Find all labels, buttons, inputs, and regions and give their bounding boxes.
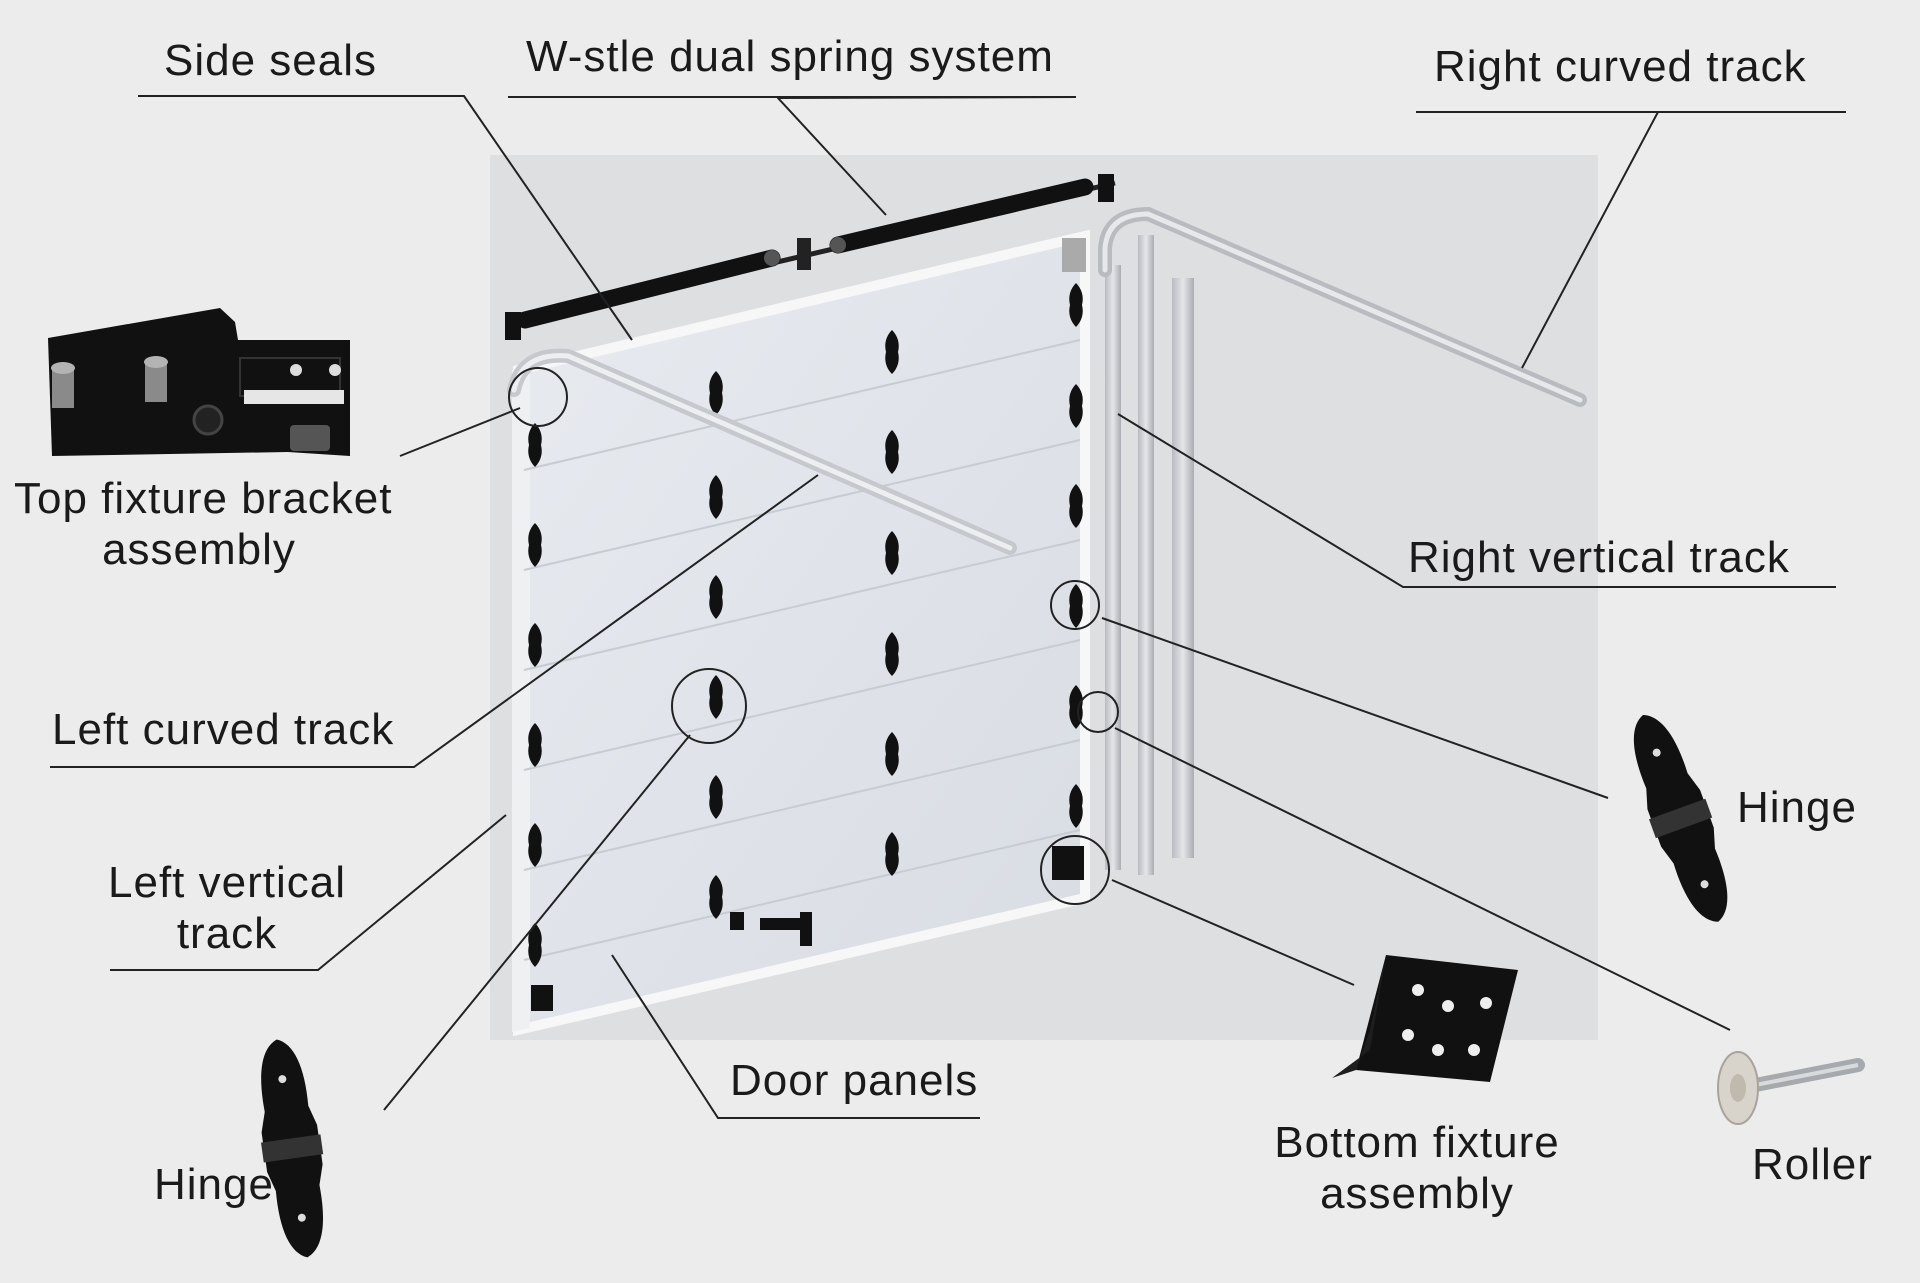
label-left-vertical-line1: Left vertical [108, 858, 346, 907]
label-bottom-fixture: Bottom fixture assembly [1252, 1118, 1582, 1219]
label-bottom-fixture-line2: assembly [1320, 1168, 1514, 1218]
label-bottom-fixture-line1: Bottom fixture [1274, 1118, 1560, 1167]
label-hinge-left: Hinge [154, 1160, 274, 1209]
roller-illustration [1717, 1051, 1865, 1125]
label-right-curved-track: Right curved track [1434, 42, 1807, 91]
highlight-circles [508, 367, 1119, 905]
label-side-seals: Side seals [164, 36, 378, 85]
label-top-fixture-line1: Top fixture bracket [14, 474, 393, 523]
label-door-panels: Door panels [730, 1056, 979, 1105]
label-left-vertical-line2: track [176, 908, 278, 958]
label-right-vertical-track: Right vertical track [1408, 533, 1790, 582]
label-top-fixture-line2: assembly [102, 524, 296, 574]
top-fixture-bracket-illustration [48, 308, 350, 456]
label-roller: Roller [1752, 1140, 1873, 1189]
label-left-curved-track: Left curved track [52, 705, 395, 754]
hinge-right-illustration [1633, 715, 1728, 922]
label-left-vertical-track: Left vertical track [80, 858, 374, 959]
leader-lines [50, 95, 1846, 1119]
dual-spring-system [505, 174, 1116, 340]
hinge-left-illustration [260, 1039, 324, 1258]
bottom-fixture-on-door [1052, 846, 1084, 880]
label-hinge-right: Hinge [1737, 783, 1857, 832]
lock-handle [760, 918, 808, 930]
door-panels [512, 229, 1090, 1037]
right-vertical-track [1105, 235, 1194, 875]
label-spring-system: W-stle dual spring system [526, 32, 1054, 81]
label-top-fixture-bracket: Top fixture bracket assembly [14, 474, 393, 575]
bottom-fixture-illustration [1332, 955, 1518, 1082]
